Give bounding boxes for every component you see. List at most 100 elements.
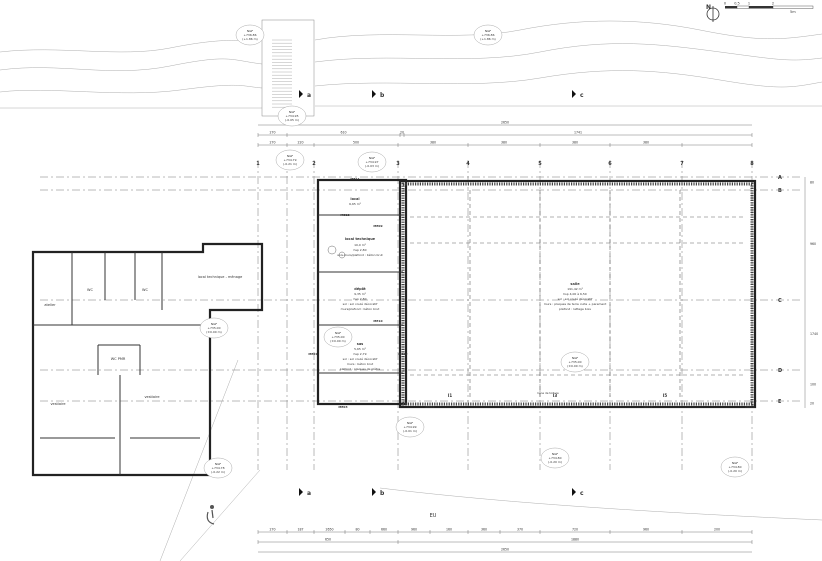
room-name-wc-2: WC: [142, 288, 148, 292]
ngf-bottom-mid: NGF+734.80(-0.20 m): [540, 447, 570, 469]
dimension-label: 360: [481, 528, 487, 532]
ngf-value: +734.97: [365, 160, 378, 164]
ngf-top-right: NGF+736.86(+1.86 m): [473, 24, 503, 46]
structural-grid: 112345678ABCDEabcabc: [40, 90, 800, 497]
room-area-local-technique: 10,0 m²: [354, 243, 367, 247]
ngf-label: NGF: [215, 462, 222, 466]
ngf-bottom-right: NGF+734.80(-0.20 m): [720, 456, 750, 478]
room-desc3-sas: plafond : plaques de plâtre: [340, 367, 381, 371]
door-tag: ME05: [503, 405, 512, 409]
ngf-label: NGF: [335, 331, 342, 335]
room-hsp-salle: hsp 4,00 à 6,50: [563, 292, 587, 296]
grid-row-label: D: [778, 368, 782, 374]
ngf-relative: (±0.00 m): [206, 330, 221, 334]
dimension-label: 380: [643, 141, 649, 145]
main-hall: [316, 178, 757, 409]
section-marker: c: [580, 490, 584, 497]
door-tag: ME07: [643, 405, 652, 409]
ngf-relative: (-0.05 m): [285, 118, 299, 122]
grid-column-label: 3: [396, 161, 400, 167]
room-desc-salle: sol : sol coulé décoratif: [558, 297, 594, 301]
grid-column-label: 5: [538, 161, 542, 167]
ngf-relative: (-0.21 m): [283, 162, 297, 166]
scale-tick-label: 0: [724, 2, 726, 6]
door-tag: ME01: [308, 352, 317, 356]
dimension-label: 2650: [501, 121, 509, 125]
room-desc-sas: sol : sol coulé décoratif: [343, 357, 379, 361]
section-marker: b: [380, 92, 385, 99]
dimension-label: 380: [572, 141, 578, 145]
room-area-sas: 5,65 m²: [354, 347, 367, 351]
dimension-label: 80: [355, 528, 359, 532]
dimension-label: 2650: [501, 548, 509, 552]
door-tag: ME12: [340, 213, 349, 217]
eu-label: EU: [430, 513, 437, 519]
room-name-vestiaire-2: vestiaire: [144, 395, 159, 399]
ngf-label: NGF: [552, 452, 559, 456]
room-hsp-local-technique: hsp 2,80: [353, 248, 366, 252]
window-tag: I3: [553, 393, 557, 398]
terrain-contours: [0, 20, 822, 561]
room-name-vestiaire-1: vestiaire: [50, 402, 65, 406]
section-marker: a: [307, 490, 311, 497]
dimension-label: 720: [572, 528, 578, 532]
ngf-value: +734.80: [548, 456, 561, 460]
grid-column-label: 6: [608, 161, 612, 167]
ngf-label: NGF: [287, 154, 294, 158]
dimension-label: 270: [269, 528, 275, 532]
room-area-depot: 9,35 m²: [354, 292, 367, 296]
grid-row-label: E: [778, 399, 782, 405]
ngf-label: NGF: [247, 29, 254, 33]
dimension-label: 100: [810, 383, 816, 387]
dimension-label: 1740: [810, 332, 818, 336]
room-name-atelier: atelier: [44, 303, 56, 307]
annex-building: [31, 242, 264, 477]
ngf-relative: (±0.00 m): [567, 364, 582, 368]
accessible-parking-icon: [206, 505, 215, 525]
room-name-depot: dépôt: [354, 287, 366, 291]
scale-tick-label: 1: [748, 2, 750, 6]
scale-tick-label: 2: [772, 2, 774, 6]
window-tag: I5: [663, 393, 667, 398]
ngf-sas: NGF+735.00(±0.00 m): [323, 326, 353, 348]
grid-column-label: 1: [256, 161, 260, 167]
ngf-entry: NGF+734.97(-0.03 m): [357, 151, 387, 173]
room-name-sas: sas: [357, 342, 364, 346]
dimension-label: 220: [297, 141, 303, 145]
ngf-label: NGF: [369, 156, 376, 160]
scale-tick-label: 0.5: [734, 2, 740, 6]
door-tag: ME03: [338, 405, 347, 409]
dimension-label: 610: [340, 131, 346, 135]
room-desc-local-technique: sol+murs/plafond : béton brut: [337, 253, 383, 257]
door-tag: ME09: [373, 224, 382, 228]
section-marker: a: [307, 92, 311, 99]
ngf-value: +735.00: [207, 326, 220, 330]
window-tag: I1: [448, 393, 452, 398]
room-name-local-menage: local technique - ménage: [198, 275, 243, 279]
ngf-value: +736.86: [481, 33, 494, 37]
dimension-label: 1741: [574, 131, 582, 135]
grid-column-label: 4: [466, 161, 470, 167]
room-desc2-depot: murs/plafond : béton brut: [341, 307, 380, 311]
grid-row-label: A: [778, 175, 782, 181]
ngf-relative: (±0.00 m): [330, 339, 345, 343]
dimension-label: 80: [810, 181, 814, 185]
dimension-label: 20: [400, 131, 404, 135]
ngf-bottom-left: NGF+734.78(-0.22 m): [203, 457, 233, 479]
ngf-value: +734.78: [211, 466, 224, 470]
ngf-relative: (-0.22 m): [211, 470, 225, 474]
ngf-relative: (+1.86 m): [480, 37, 495, 41]
room-desc2-salle: murs : plaques de terre cuite + parement: [544, 302, 607, 306]
dimension-label: 270: [269, 131, 275, 135]
grid-row-label: B: [778, 188, 782, 194]
dimension-label: 960: [643, 528, 649, 532]
dimension-label: 2650: [325, 528, 333, 532]
north-letter: N: [706, 4, 711, 11]
north-arrow-icon: N: [706, 4, 720, 22]
ngf-value: +734.99: [403, 425, 416, 429]
room-name-salle: salle: [570, 282, 580, 286]
grid-column-label: 8: [750, 161, 754, 167]
